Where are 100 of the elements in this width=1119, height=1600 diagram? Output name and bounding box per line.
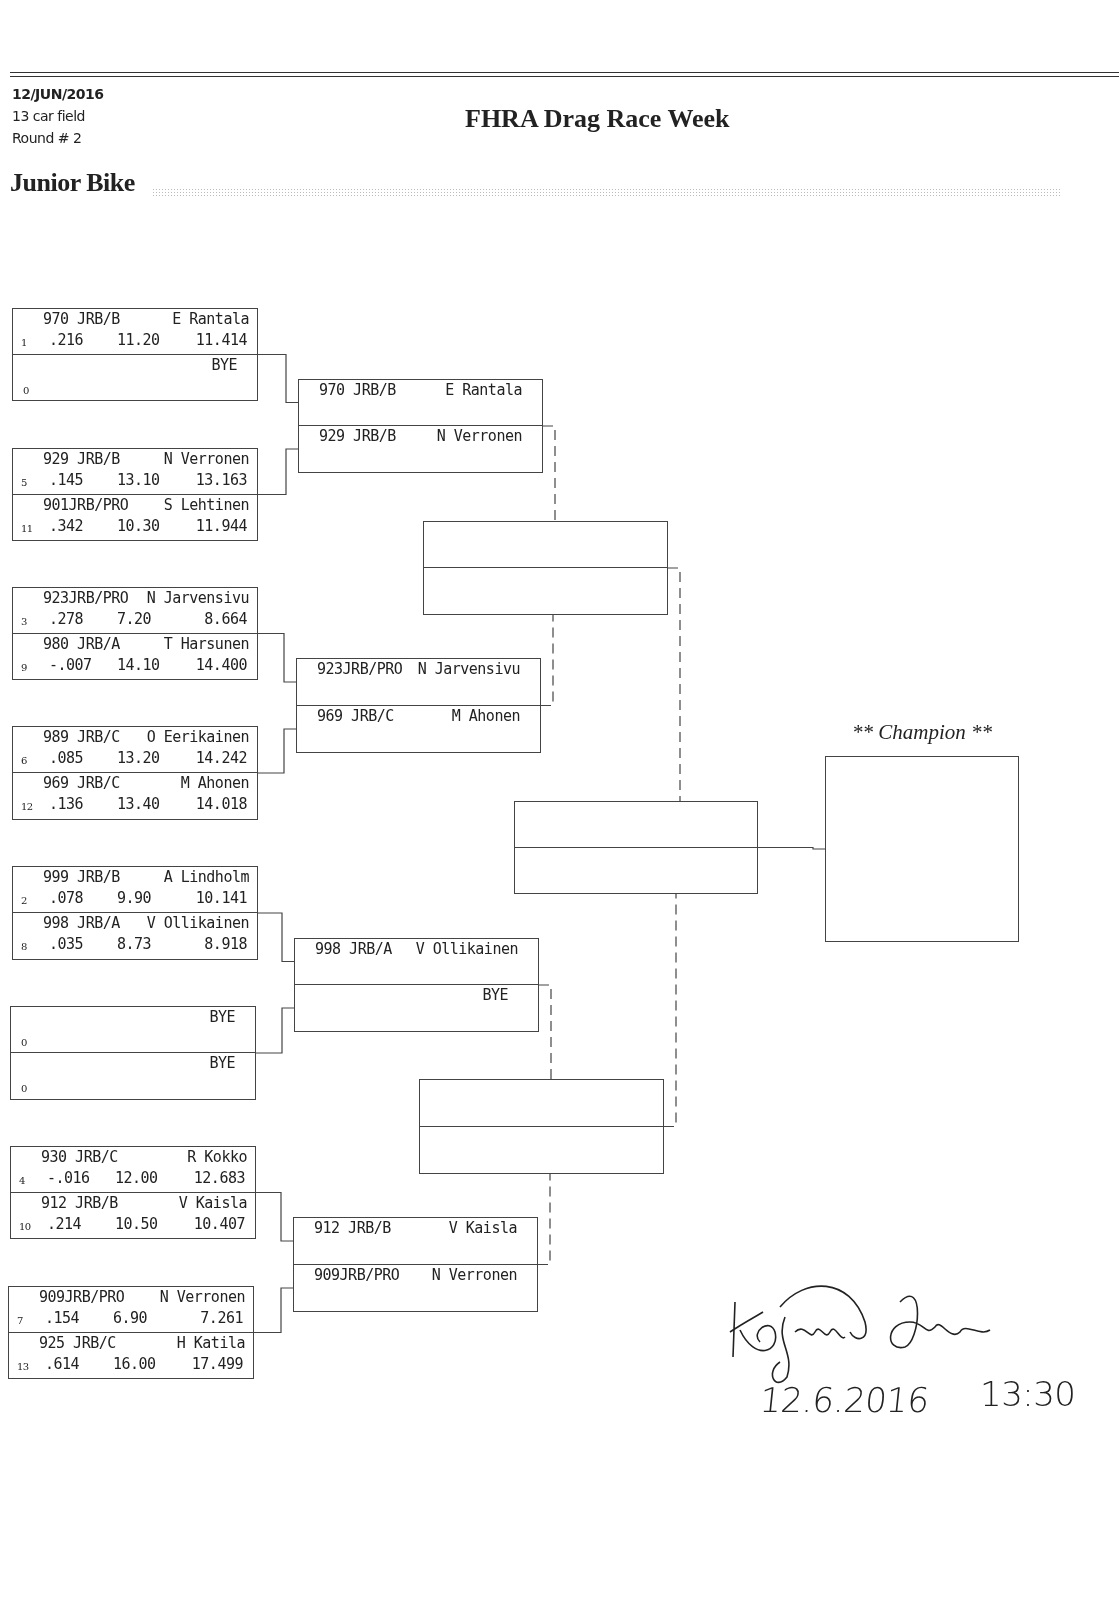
car-class: 989 JRB/C [43,728,120,746]
seed-number: 11 [21,522,33,536]
racer-name: V Ollikainen [415,940,518,958]
lane-box [296,705,541,753]
lane-box [10,1006,256,1053]
racer-name: E Rantala [445,381,522,399]
racer-name: N Verronen [436,427,522,445]
reaction-time: .342 [49,517,84,535]
page-title: FHRA Drag Race Week [465,104,730,134]
lane-box [10,1192,256,1239]
dial-in: 7.20 [117,610,152,628]
lane-box [419,1079,664,1127]
car-class: 909JRB/PRO [39,1288,125,1306]
seed-number: 10 [19,1220,31,1234]
car-class: 930 JRB/C [41,1148,118,1166]
dial-in: 16.00 [113,1355,156,1373]
elapsed-time: 14.242 [195,749,247,767]
lane-box [12,866,258,913]
handwritten-date: 12.6.2016 [757,1380,931,1420]
lane-box [12,772,258,820]
lane-box [423,567,668,615]
dial-in: 13.40 [117,795,160,813]
lane-box [8,1332,254,1379]
car-class: 901JRB/PRO [43,496,129,514]
bracket-line [253,1287,294,1334]
dial-in: 10.30 [117,517,160,535]
car-class: 969 JRB/C [43,774,120,792]
seed-number: 6 [21,754,27,768]
racer-name: M Ahonen [180,774,249,792]
racer-name: BYE [209,1054,235,1072]
dial-in: 13.10 [117,471,160,489]
reaction-time: .078 [49,889,84,907]
lane-box [298,425,543,473]
bracket-line [542,425,556,522]
dial-in: 6.90 [113,1309,148,1327]
lane-box [298,379,543,426]
lane-box [296,658,541,706]
racer-name: T Harsunen [163,635,249,653]
bracket-line [257,728,297,774]
lane-box [12,494,258,541]
reaction-time: .085 [49,749,84,767]
seed-number: 0 [23,384,29,398]
seed-number: 0 [21,1036,27,1050]
lane-box [12,912,258,960]
bracket-line [540,614,554,707]
bracket-line [257,448,299,496]
lane-box [10,1146,256,1193]
bracket-line [257,632,297,683]
bracket-line [257,353,299,404]
seed-number: 4 [19,1174,25,1188]
reaction-time: .614 [45,1355,80,1373]
bracket-line [257,912,295,963]
lane-box [8,1286,254,1333]
racer-name: V Kaisla [178,1194,247,1212]
car-class: 929 JRB/B [43,450,120,468]
elapsed-time: 14.400 [195,656,247,674]
car-class: 909JRB/PRO [314,1266,400,1284]
elapsed-time: 10.141 [195,889,247,907]
car-class: 923JRB/PRO [43,589,129,607]
handwritten-time: 13:30 [980,1374,1076,1414]
lane-box [423,521,668,568]
bracket-line [757,846,826,850]
lane-box [12,726,258,773]
seed-number: 1 [21,336,27,350]
racer-name: N Verronen [159,1288,245,1306]
car-class: 929 JRB/B [319,427,396,445]
bracket-line [255,1007,295,1054]
seed-number: 12 [21,800,33,814]
seed-number: 3 [21,615,27,629]
elapsed-time: 13.163 [195,471,247,489]
elapsed-time: 12.683 [193,1169,245,1187]
reaction-time: -.016 [47,1169,90,1187]
car-class: 923JRB/PRO [317,660,403,678]
racer-name: H Katila [176,1334,245,1352]
car-class: 998 JRB/A [315,940,392,958]
reaction-time: .278 [49,610,84,628]
lane-box [10,1052,256,1100]
racer-name: V Kaisla [448,1219,517,1237]
bracket-line [667,567,681,802]
class-heading: Junior Bike [10,168,135,198]
lane-box [12,354,258,401]
reaction-time: .154 [45,1309,80,1327]
racer-name: A Lindholm [163,868,249,886]
reaction-time: .145 [49,471,84,489]
bracket-line [663,893,677,1128]
elapsed-time: 7.261 [200,1309,243,1327]
seed-number: 9 [21,661,27,675]
round-text: Round # 2 [12,129,82,148]
field-size-text: 13 car field [12,107,85,126]
seed-number: 2 [21,894,27,908]
racer-name: R Kokko [187,1148,247,1166]
elapsed-time: 17.499 [191,1355,243,1373]
lane-box [12,587,258,634]
seed-number: 0 [21,1082,27,1096]
car-class: 925 JRB/C [39,1334,116,1352]
seed-number: 7 [17,1314,23,1328]
lane-box [293,1264,538,1312]
dial-in: 13.20 [117,749,160,767]
dial-in: 14.10 [117,656,160,674]
dial-in: 10.50 [115,1215,158,1233]
